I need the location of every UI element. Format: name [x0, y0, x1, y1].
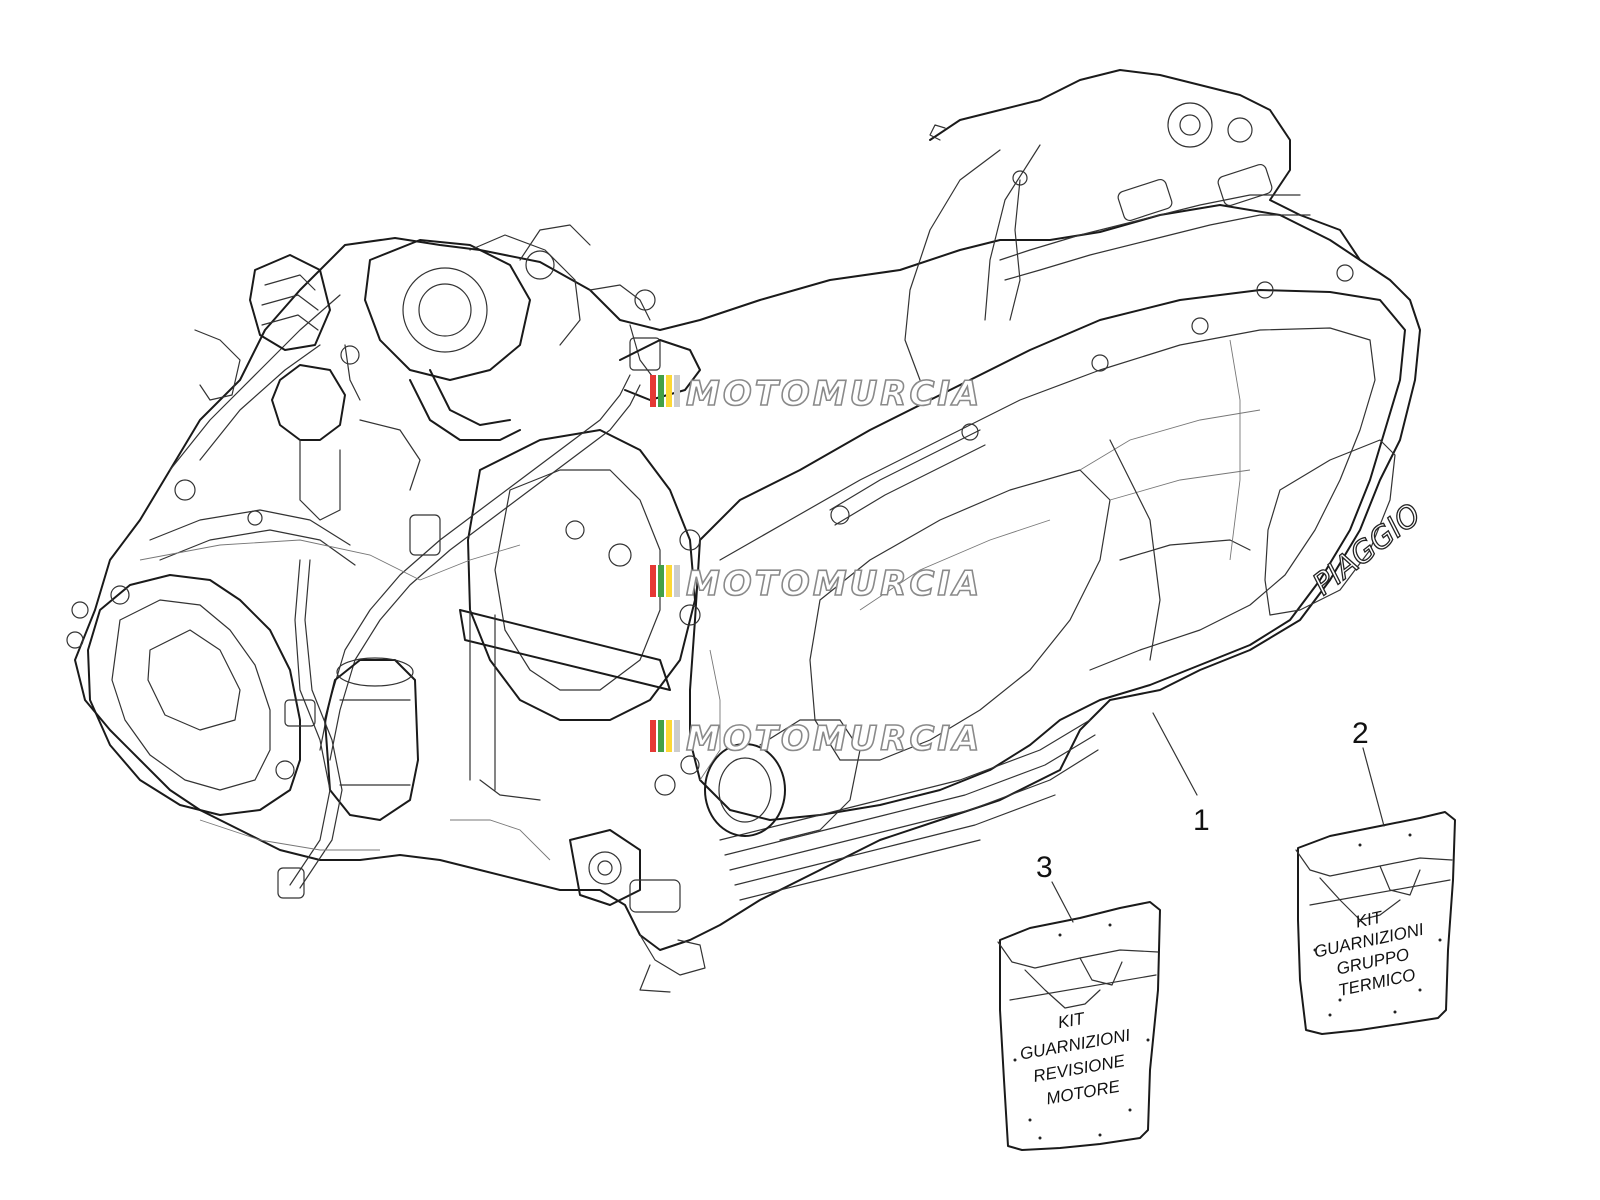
bag3-line-1: KIT — [1056, 1009, 1087, 1033]
watermark-middle: MOTOMURCIA — [650, 563, 982, 605]
callout-label-2: 2 — [1352, 717, 1369, 750]
watermark-bottom: MOTOMURCIA — [650, 718, 982, 760]
watermark-stripe — [666, 720, 672, 752]
watermark-stripe — [674, 565, 680, 597]
callout-2: 2 — [1352, 717, 1385, 827]
watermark-stripe — [650, 565, 656, 597]
watermark-stripe — [658, 565, 664, 597]
watermark-stripe — [674, 375, 680, 407]
gasket-kit-bag-2: KIT GUARNIZIONI GRUPPO TERMICO — [1295, 811, 1456, 1035]
watermark-stripe — [666, 375, 672, 407]
watermark-stripe — [666, 565, 672, 597]
watermark-text: MOTOMURCIA — [686, 374, 982, 414]
watermark-top: MOTOMURCIA — [650, 373, 982, 415]
watermark-stripe — [658, 375, 664, 407]
watermark-stripe — [650, 375, 656, 407]
watermark-stripe — [658, 720, 664, 752]
watermark-text: MOTOMURCIA — [686, 564, 982, 604]
callout-label-3: 3 — [1036, 851, 1053, 884]
callout-3: 3 — [1036, 851, 1074, 923]
watermark-stripe — [650, 720, 656, 752]
gasket-kit-bag-3: KIT GUARNIZIONI REVISIONE MOTORE — [997, 901, 1161, 1151]
callout-label-1: 1 — [1193, 804, 1210, 837]
callout-1: 1 — [1152, 712, 1210, 837]
watermark-text: MOTOMURCIA — [686, 719, 982, 759]
watermark-stripe — [674, 720, 680, 752]
leader-line-2 — [1362, 747, 1385, 827]
leader-line-3 — [1051, 881, 1074, 923]
engine-assembly: PIAGGIO — [66, 69, 1428, 993]
leader-line-1 — [1152, 712, 1198, 796]
